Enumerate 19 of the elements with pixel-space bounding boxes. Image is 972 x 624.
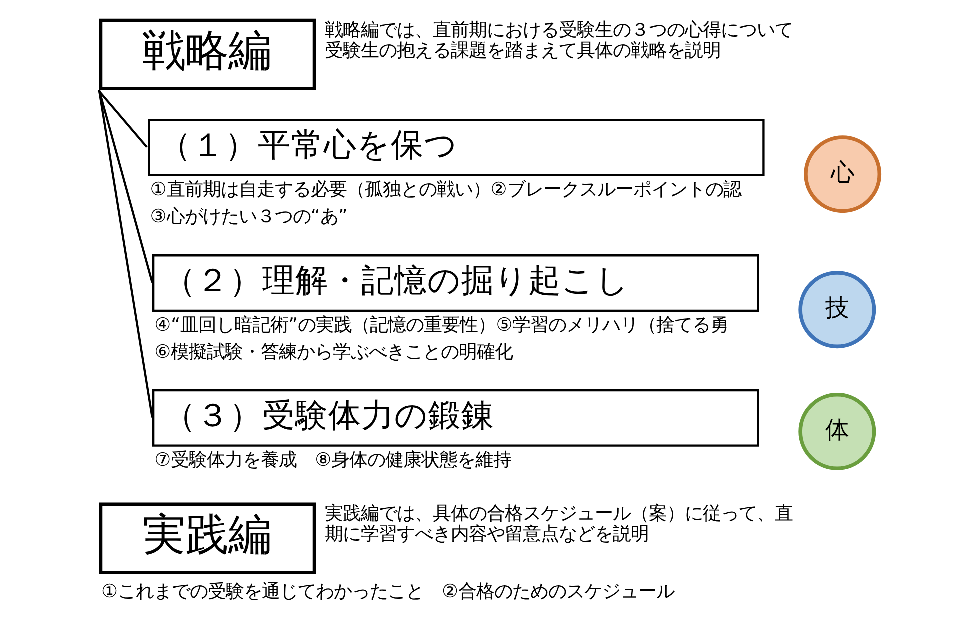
node-box: （１）平常心を保つ (148, 119, 765, 177)
connector (98, 90, 154, 284)
connector (98, 90, 148, 148)
node-box: 実践編 (99, 502, 316, 574)
node-label: ⑥模擬試験・答練から学ぶべきことの明確化 (154, 342, 514, 364)
connector (98, 90, 154, 418)
node-label: ①これまでの受験を通じてわかったこと ②合格のためのスケジュール (102, 582, 675, 603)
node-box: （２）理解・記憶の掘り起こし (152, 254, 760, 312)
node-circle: 技 (798, 271, 876, 349)
node-circle: 体 (798, 393, 876, 470)
node-box: （３）受験体力の鍛錬 (152, 389, 760, 447)
node-label: ⑦受験体力を養成 ⑧身体の健康状態を維持 (154, 450, 512, 471)
node-box: 戦略編 (99, 18, 316, 90)
node-label: ①直前期は自走する必要（孤独との戦い）②ブレークスルーポイントの認 (150, 180, 742, 201)
node-label: 戦略編では、直前期における受験生の３つの心得について受験生の抱える課題を踏まえて具体の戦略を説明 (324, 20, 793, 62)
node-label: 実践編では、具体の合格スケジュール（案）に従って、直期に学習すべき内容や留意点などを説明 (324, 504, 793, 546)
node-circle: 心 (804, 136, 882, 214)
node-label: ④“皿回し暗記術”の実践（記憶の重要性）⑤学習のメリハリ（捨てる勇 (154, 315, 729, 336)
node-label: ③心がけたい３つの“あ” (150, 206, 348, 228)
